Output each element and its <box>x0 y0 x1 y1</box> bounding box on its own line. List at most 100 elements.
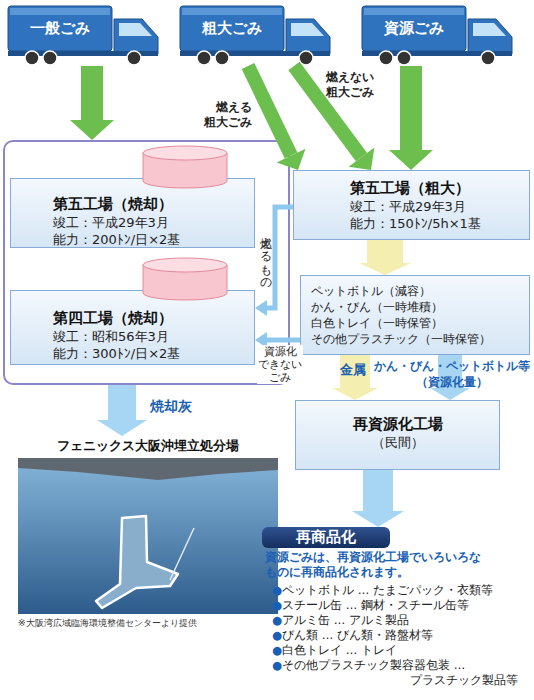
node-title: 再資源化工場 <box>296 415 499 434</box>
facility-box: 第四工場（焼却）竣工：昭和56年3月能力：300ﾄﾝ/日×2基 <box>10 290 255 365</box>
flow-label: 焼却灰 <box>150 398 192 414</box>
flow-arrow <box>70 66 114 140</box>
bullet-item: ●びん類 … びん類・路盤材等 <box>272 628 433 643</box>
truck-wheel <box>127 51 141 65</box>
description-text: 資源ごみは、再資源化工場でいろいろな ものに再商品化されます。 <box>265 550 491 580</box>
bullet-item: ●ペットボトル … たまごパック・衣類等 <box>272 583 493 598</box>
node-text: かん・びん（一時堆積） <box>311 299 529 315</box>
arrow-head <box>352 511 404 527</box>
arrow-head <box>277 149 306 170</box>
flow-label: 燃えない 粗大ごみ <box>326 70 382 100</box>
item-list-box: ペットボトル（減容）かん・びん（一時堆積）白色トレイ（一時保管）その他プラスチッ… <box>300 275 530 355</box>
truck-window <box>473 23 506 36</box>
arrow-head <box>349 148 375 170</box>
garbage-truck: 資源ごみ <box>362 6 514 66</box>
section-tab: 再商品化 <box>262 527 390 548</box>
truck-cab <box>114 19 158 54</box>
arrow-shaft <box>267 207 293 308</box>
breakwater <box>170 528 194 580</box>
truck-cargo <box>8 6 112 51</box>
incineration-group: 第五工場（焼却）竣工：平成29年3月能力：200ﾄﾝ/日×2基第四工場（焼却）竣… <box>3 140 290 385</box>
arrow-shaft <box>267 338 300 343</box>
arrow-head <box>430 388 470 400</box>
arrow-shaft <box>108 385 136 420</box>
node-title: 第五工場（粗大） <box>350 179 529 198</box>
garbage-truck: 粗大ごみ <box>180 6 332 66</box>
garbage-truck: 一般ごみ <box>8 6 160 66</box>
arrow-head <box>255 332 267 348</box>
flow-arrow <box>332 355 378 400</box>
arrow-shaft <box>367 240 403 263</box>
truck-window <box>119 23 152 36</box>
node-text: 能力：200ﾄﾝ/日×2基 <box>53 231 254 248</box>
truck-cargo-highlight <box>364 8 464 15</box>
node-text: 白色トレイ（一時保管） <box>311 315 529 331</box>
arrow-shaft <box>400 66 422 150</box>
arrow-head <box>389 150 433 170</box>
arrow-head <box>70 120 114 140</box>
node-text: 能力：150ﾄﾝ/5h×1基 <box>350 215 529 232</box>
flow-label: 金属 <box>340 362 366 378</box>
truck-wheel <box>299 51 313 65</box>
flow-label: 燃える 粗大ごみ <box>196 100 252 130</box>
node-title: 第四工場（焼却） <box>53 309 254 328</box>
flow-arrow <box>430 355 470 400</box>
bullet-item: ●アルミ缶 … アルミ製品 <box>272 613 409 628</box>
aerial-photo <box>18 458 278 614</box>
node-title: フェニックス大阪沖埋立処分場 <box>18 436 278 456</box>
truck-wheel <box>215 51 229 65</box>
arrow-shaft <box>438 355 462 388</box>
truck-cargo <box>362 6 466 51</box>
truck-cargo <box>180 6 284 51</box>
arrow-shaft <box>363 470 393 511</box>
arrow-head <box>255 300 267 316</box>
flow-arrow <box>294 66 374 170</box>
arrow-head <box>97 420 147 436</box>
bullet-item: ●白色トレイ … トレイ <box>272 643 397 658</box>
node-text: 能力：300ﾄﾝ/日×2基 <box>53 345 254 362</box>
flow-arrow <box>248 66 305 170</box>
node-text: 竣工：平成29年3月 <box>350 198 529 215</box>
node-text: 竣工：昭和56年3月 <box>53 328 254 345</box>
truck-cargo-highlight <box>10 8 110 15</box>
landfill-photo: フェニックス大阪沖埋立処分場 <box>18 436 278 614</box>
truck-cab <box>286 19 330 54</box>
node-text: 竣工：平成29年3月 <box>53 214 254 231</box>
truck-wheel <box>43 51 57 65</box>
flow-arrow <box>352 470 404 527</box>
truck-window <box>291 23 324 36</box>
truck-wheel <box>25 51 39 65</box>
arrow-shaft <box>294 66 361 157</box>
truck-wheel <box>197 51 211 65</box>
landfill-area <box>96 516 178 608</box>
facility-box: 第五工場（粗大）竣工：平成29年3月能力：150ﾄﾝ/5h×1基 <box>293 170 530 240</box>
arrow-shaft <box>340 355 370 388</box>
photo-credit: ※大阪湾広域臨海環境整備センターより提供 <box>18 617 197 629</box>
truck-cab <box>468 19 512 54</box>
facility-box: 第五工場（焼却）竣工：平成29年3月能力：200ﾄﾝ/日×2基 <box>10 178 255 248</box>
node-title: 粗大ごみ <box>180 6 284 50</box>
flow-arrow <box>255 332 300 348</box>
node-title: 資源ごみ <box>362 6 466 50</box>
arrow-head <box>332 388 378 400</box>
bullet-item: ●その他プラスチック製容器包装 … プラスチック製品等 <box>272 658 518 688</box>
flow-arrow <box>97 385 147 436</box>
flow-arrow <box>359 240 411 275</box>
node-title: 再商品化 <box>262 527 390 548</box>
node-text: （民間） <box>296 434 499 451</box>
node-title: ペットボトル（減容） <box>311 283 529 299</box>
flow-arrow <box>255 207 293 316</box>
bullet-item: ●スチール缶 … 鋼材・スチール缶等 <box>272 598 469 613</box>
arrow-shaft <box>248 66 291 156</box>
facility-box: 再資源化工場（民間） <box>295 400 500 470</box>
node-title: 一般ごみ <box>8 6 112 50</box>
flow-label: かん・びん・ペットボトル等 （資源化量） <box>372 358 532 390</box>
sea-area <box>18 458 278 614</box>
node-title: 第五工場（焼却） <box>53 195 254 214</box>
arrow-head <box>359 263 411 275</box>
truck-wheel <box>379 51 393 65</box>
node-text: その他プラスチック（一時保管） <box>311 331 529 347</box>
coast-land <box>18 458 278 480</box>
